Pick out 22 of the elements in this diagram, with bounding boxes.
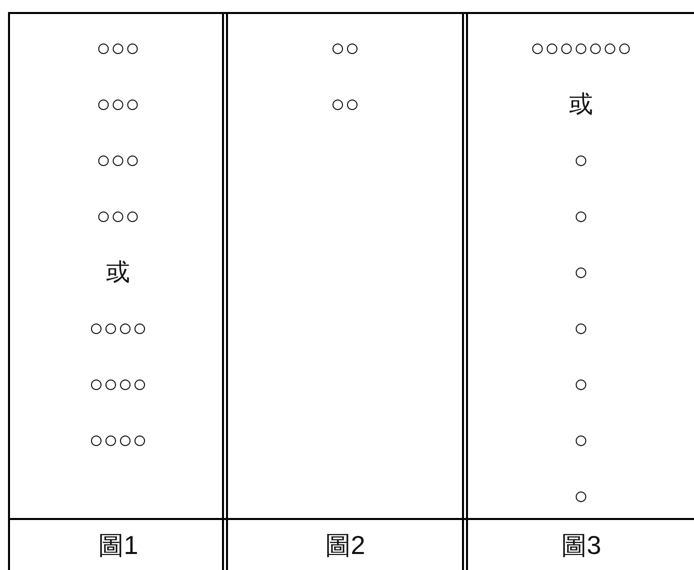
cell-text: ○○○ [95, 90, 141, 120]
cell-text: ○ [572, 314, 590, 344]
cell-text: ○ [572, 258, 590, 288]
cell-text: ○ [572, 482, 590, 512]
cell-text: ○○○○ [88, 426, 148, 456]
cell-text: ○ [572, 370, 590, 400]
cell-text: ○○○○○○○ [529, 34, 633, 64]
cell-text: ○○○ [95, 146, 141, 176]
cell-text: ○○○○ [88, 370, 148, 400]
cell-text: 或 [568, 90, 594, 120]
cell-text: ○○ [330, 34, 360, 64]
figure-caption: 圖2 [324, 530, 366, 560]
cell-text: 或 [105, 258, 131, 288]
cell-text: ○○ [330, 90, 360, 120]
cell-text: ○ [572, 426, 590, 456]
cell-text: ○○○ [95, 34, 141, 64]
figure-caption: 圖1 [96, 530, 140, 560]
figure-caption: 圖3 [560, 530, 602, 560]
cell-text: ○○○ [95, 202, 141, 232]
cell-text: ○ [572, 202, 590, 232]
cell-text: ○○○○ [88, 314, 148, 344]
cell-text: ○ [572, 146, 590, 176]
